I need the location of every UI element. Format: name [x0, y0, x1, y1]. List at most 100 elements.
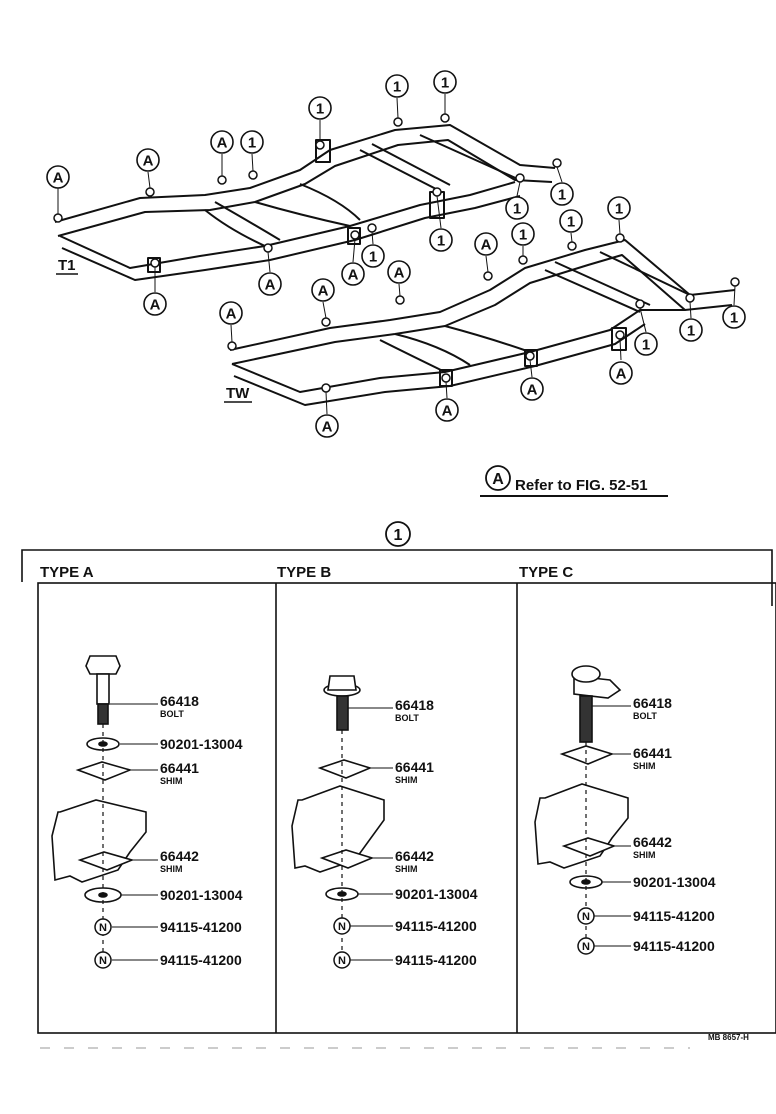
tw-mount-points: [227, 233, 740, 393]
frame-t1: [54, 124, 556, 281]
callout-a: A: [136, 148, 160, 172]
callout-1-label: 1: [687, 323, 695, 340]
callout-a: A: [143, 292, 167, 316]
bolt-thread: [97, 703, 109, 725]
callout-a: A: [311, 278, 335, 302]
callout-1: 1: [429, 228, 453, 252]
callout-1: 1: [559, 209, 583, 233]
type-c-labels: 66418 BOLT 66441 SHIM 66442 SHIM 90201-1…: [633, 695, 716, 954]
part-number: 94115-41200: [633, 908, 715, 924]
part-number: 94115-41200: [633, 938, 715, 954]
part-name: SHIM: [633, 761, 656, 771]
part-number: 66418: [395, 697, 434, 713]
callout-a-label: A: [616, 366, 627, 383]
callout-1-label: 1: [248, 135, 256, 152]
callout-a-label: A: [394, 265, 405, 282]
callout-a-label: A: [150, 297, 161, 314]
callout-a: A: [609, 361, 633, 385]
type-b-labels: 66418 BOLT 66441 SHIM 66442 SHIM 90201-1…: [395, 697, 478, 968]
callout-1: 1: [433, 70, 457, 94]
part-name: BOLT: [160, 709, 184, 719]
callout-a-label: A: [527, 382, 538, 399]
nut-symbol-label: N: [99, 922, 107, 934]
bracket: [534, 783, 629, 869]
nut-icon: N: [577, 937, 595, 955]
bolt-thread: [336, 695, 349, 731]
callout-a-label: A: [348, 267, 359, 284]
part-number: 90201-13004: [160, 887, 243, 903]
bolt-thread: [579, 695, 593, 743]
part-number: 66441: [395, 759, 434, 775]
part-number: 66442: [395, 848, 434, 864]
frame-tw: [229, 239, 736, 406]
callout-1-label: 1: [437, 233, 445, 250]
callout-a: A: [520, 377, 544, 401]
shim-plate: [317, 759, 373, 779]
callout-1: 1: [550, 182, 574, 206]
part-number: 94115-41200: [395, 952, 477, 968]
legend-text: Refer to FIG. 52-51: [515, 477, 648, 494]
nut-icon: N: [333, 917, 351, 935]
type-c-drawing: [534, 665, 629, 889]
callout-1-label: 1: [441, 75, 449, 92]
callout-a: A: [219, 301, 243, 325]
part-name: BOLT: [395, 713, 419, 723]
callout-1: 1: [634, 332, 658, 356]
callout-a-label: A: [226, 306, 237, 323]
type-b-drawing: [291, 675, 385, 901]
flange-head: [571, 665, 601, 683]
callout-1-label: 1: [393, 79, 401, 96]
bracket: [51, 799, 147, 883]
callout-1-label: 1: [558, 187, 566, 204]
callout-1-label: 1: [519, 227, 527, 244]
part-number: 66442: [160, 848, 199, 864]
detail-table: [21, 549, 776, 1034]
detail-marker: 1: [385, 521, 411, 547]
shim-plate: [559, 745, 615, 765]
frame-label-tw: TW: [226, 385, 250, 402]
callout-a: A: [341, 262, 365, 286]
legend: A Refer to FIG. 52-51: [480, 465, 668, 497]
part-number: 90201-13004: [160, 736, 243, 752]
nut-icon: N: [94, 918, 112, 936]
callout-a: A: [258, 272, 282, 296]
callout-1-label: 1: [615, 201, 623, 218]
callout-1-label: 1: [567, 214, 575, 231]
bolt-shank: [96, 673, 110, 705]
callout-1: 1: [385, 74, 409, 98]
part-number: 94115-41200: [395, 918, 477, 934]
drawing-code: MB 8657-H: [708, 1033, 749, 1042]
callout-1-label: 1: [316, 101, 324, 118]
legend-a-symbol: A: [492, 471, 504, 488]
type-c-title: TYPE C: [519, 564, 573, 581]
part-leaders: [110, 703, 631, 961]
callout-1: 1: [679, 318, 703, 342]
callout-1: 1: [240, 130, 264, 154]
bracket: [291, 785, 385, 873]
part-number: 66442: [633, 834, 672, 850]
part-name: SHIM: [633, 850, 656, 860]
callout-1-label: 1: [369, 249, 377, 266]
callout-1-label: 1: [642, 337, 650, 354]
part-number: 90201-13004: [395, 886, 478, 902]
callout-a-label: A: [143, 153, 154, 170]
callout-1-label: 1: [513, 201, 521, 218]
nut-symbol-label: N: [582, 911, 590, 923]
callout-1: 1: [308, 96, 332, 120]
part-name: SHIM: [160, 864, 183, 874]
callout-1-label: 1: [730, 310, 738, 327]
type-a-title: TYPE A: [40, 564, 94, 581]
bolt-hex-head: [85, 655, 121, 675]
part-number: 66441: [633, 745, 672, 761]
callout-a-label: A: [53, 170, 64, 187]
part-number: 90201-13004: [633, 874, 716, 890]
type-a-drawing: [51, 655, 147, 903]
part-name: SHIM: [395, 864, 418, 874]
part-number: 66418: [160, 693, 199, 709]
shim-plate: [75, 761, 133, 781]
callout-a-label: A: [217, 135, 228, 152]
part-name: SHIM: [160, 776, 183, 786]
nut-icon: N: [94, 951, 112, 969]
